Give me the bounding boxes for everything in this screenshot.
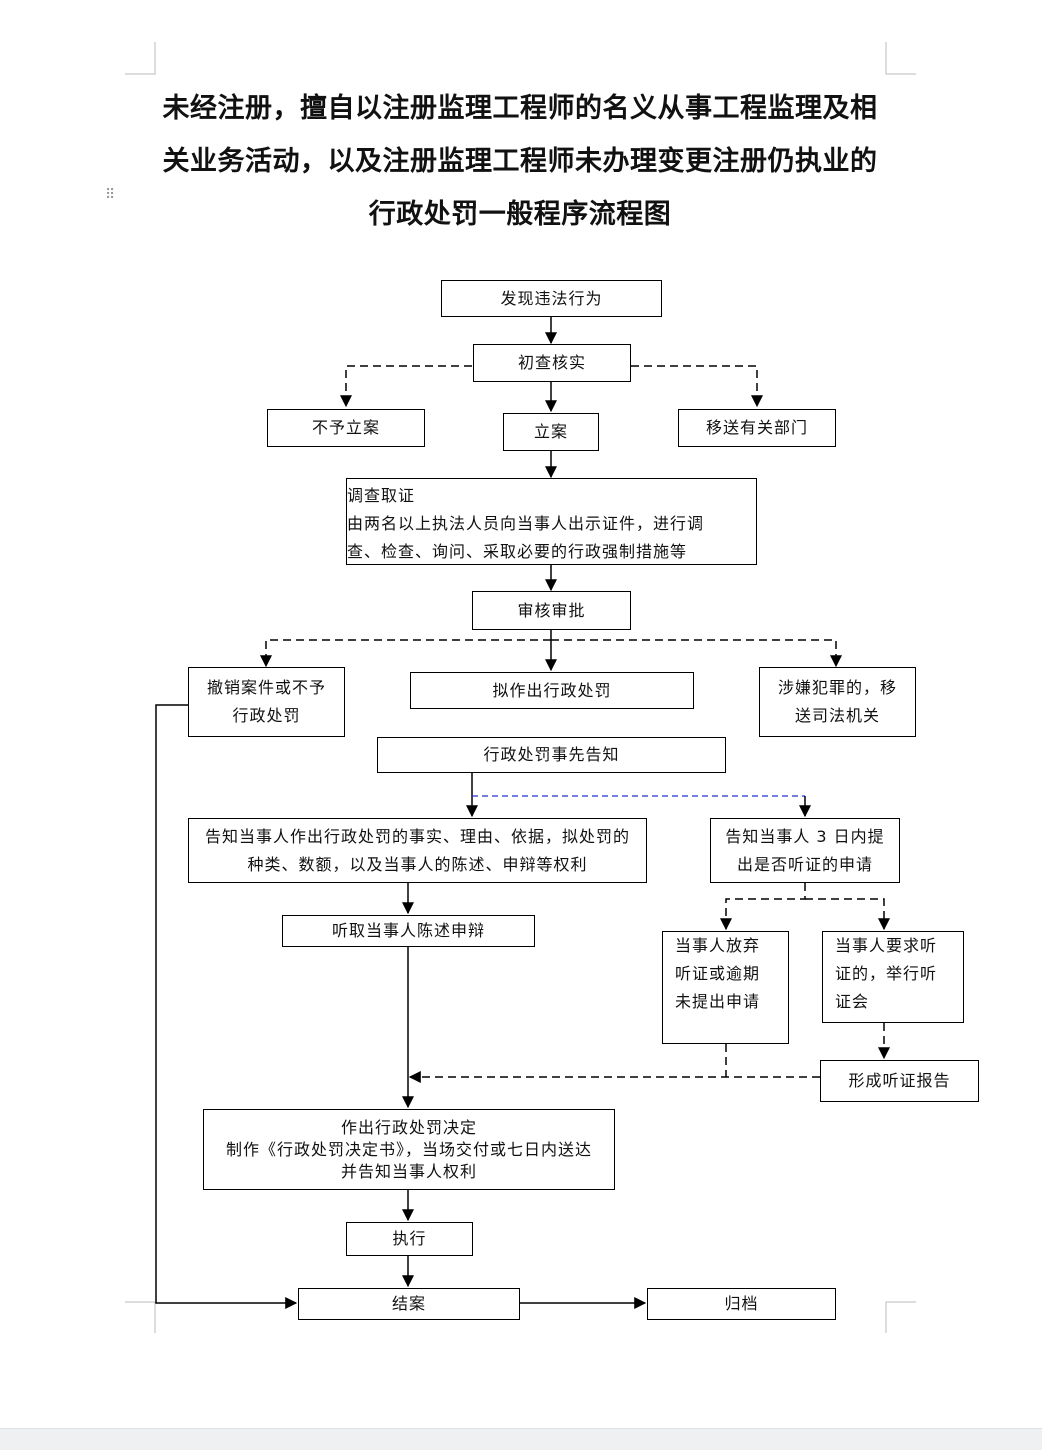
notify-hearing-line-1: 告知当事人 3 日内提 [725,826,885,846]
edge-check-nofiling [340,365,472,408]
decision-line-3: 并告知当事人权利 [340,1161,477,1181]
edge-check-transfer [631,365,763,408]
node-archive: 归档 [647,1288,836,1320]
node-hearing-report: 形成听证报告 [820,1060,979,1102]
notify-rights-line-2: 种类、数额，以及当事人的陈述、申辩等权利 [247,854,588,874]
waive-line-2: 听证或逾期 [675,964,761,983]
criminal-line-1: 涉嫌犯罪的，移 [777,678,897,697]
title-line-3: 行政处罚一般程序流程图 [368,199,672,230]
node-request-hearing: 当事人要求听 证的，举行听 证会 [822,931,964,1023]
investigate-title: 调查取证 [347,485,416,505]
node-filing: 立案 [503,413,599,451]
page-corner-marks [125,42,916,1333]
node-criminal-transfer: 涉嫌犯罪的，移 送司法机关 [759,667,916,737]
node-preliminary-check: 初查核实 [473,344,631,382]
edge-review-criminal [551,639,842,668]
node-waive-hearing: 当事人放弃 听证或逾期 未提出申请 [662,931,789,1044]
node-execute: 执行 [346,1222,473,1256]
request-line-3: 证会 [835,992,870,1011]
node-discover: 发现违法行为 [441,280,662,317]
node-investigate: 调查取证 由两名以上执法人员向当事人出示证件，进行调 查、检查、询问、采取必要的… [346,478,757,565]
title-line-1: 未经注册，擅自以注册监理工程师的名义从事工程监理及相 [162,93,878,124]
page-title: 未经注册，擅自以注册监理工程师的名义从事工程监理及相 关业务活动，以及注册监理工… [120,82,920,241]
node-notify-rights: 告知当事人作出行政处罚的事实、理由、依据，拟处罚的 种类、数额，以及当事人的陈述… [188,818,647,883]
node-no-filing: 不予立案 [267,409,425,447]
investigate-line-2: 由两名以上执法人员向当事人出示证件，进行调 [347,513,705,533]
revoke-line-1: 撤销案件或不予 [206,678,326,697]
decision-line-1: 作出行政处罚决定 [340,1117,477,1137]
waive-line-3: 未提出申请 [675,992,761,1011]
request-line-1: 当事人要求听 [835,936,938,955]
node-close-case: 结案 [298,1288,520,1320]
drag-handle-icon[interactable]: ⠿ [105,187,116,203]
waive-line-1: 当事人放弃 [675,936,761,955]
node-review-approve: 审核审批 [472,591,631,630]
title-line-2: 关业务活动，以及注册监理工程师未办理变更注册仍执业的 [162,146,878,177]
revoke-line-2: 行政处罚 [232,706,301,725]
criminal-line-2: 送司法机关 [794,706,880,725]
node-revoke: 撤销案件或不予 行政处罚 [188,667,345,737]
investigate-line-3: 查、检查、询问、采取必要的行政强制措施等 [347,541,688,561]
notify-hearing-line-2: 出是否听证的申请 [736,854,873,874]
notify-rights-line-1: 告知当事人作出行政处罚的事实、理由、依据，拟处罚的 [204,826,630,846]
edge-hearing-waive [720,883,806,931]
request-line-2: 证的，举行听 [835,964,938,983]
decision-line-2: 制作《行政处罚决定书》，当场交付或七日内送达 [225,1139,592,1159]
node-transfer-department: 移送有关部门 [678,409,836,447]
node-notify-hearing: 告知当事人 3 日内提 出是否听证的申请 [710,818,900,883]
node-prior-notice: 行政处罚事先告知 [377,737,726,773]
node-propose-penalty: 拟作出行政处罚 [410,672,694,709]
edge-hearing-request [805,898,890,931]
edge-revoke-close [155,704,298,1309]
status-bar [0,1428,1042,1450]
node-decision: 作出行政处罚决定 制作《行政处罚决定书》，当场交付或七日内送达 并告知当事人权利 [203,1109,615,1190]
node-listen-statement: 听取当事人陈述申辩 [282,915,535,947]
edge-review-revoke [260,639,551,668]
